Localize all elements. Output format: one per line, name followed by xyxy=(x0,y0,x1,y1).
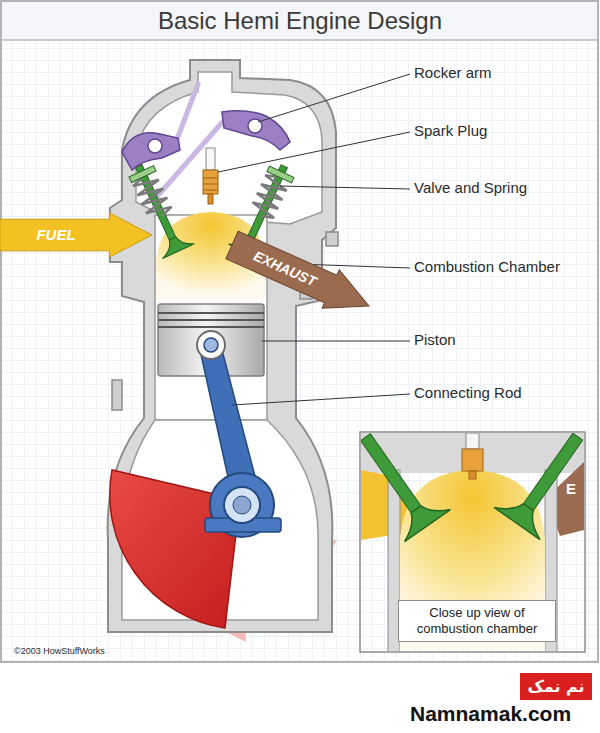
leader-lines xyxy=(218,74,410,405)
copyright-note: ©2003 HowStuffWorks xyxy=(14,646,105,656)
plug-tip xyxy=(208,194,213,204)
rocker-arm xyxy=(222,111,290,150)
part-label: Rocker arm xyxy=(414,64,492,81)
valve-head xyxy=(157,231,195,258)
leader-line xyxy=(232,394,410,405)
inset-exhaust-valve xyxy=(494,433,584,540)
watermark-badge-text: نم نمک xyxy=(527,677,584,696)
inset-view xyxy=(361,433,584,651)
leader-line xyxy=(280,186,410,189)
part-label: Piston xyxy=(414,331,456,348)
watermark-url: Namnamak.com xyxy=(410,702,571,726)
valve-head xyxy=(393,493,450,542)
thread xyxy=(203,184,218,185)
thread xyxy=(203,190,218,191)
piston-rings xyxy=(158,313,264,327)
arrow-outline xyxy=(0,213,152,257)
ring xyxy=(158,312,264,314)
piston-pin xyxy=(197,331,225,359)
grid xyxy=(2,2,597,661)
leader-line xyxy=(258,74,410,122)
part-label: Combustion Chamber xyxy=(414,258,560,275)
connecting-rod xyxy=(200,350,256,486)
bolt xyxy=(112,380,122,410)
plug-body xyxy=(203,170,218,194)
small-end xyxy=(204,338,218,352)
part-label: Connecting Rod xyxy=(414,384,522,401)
inset-intake-valve xyxy=(361,433,450,542)
arrow-shape xyxy=(0,213,152,257)
arrow-shape xyxy=(223,226,377,325)
thread xyxy=(203,178,218,179)
crank-journal xyxy=(224,487,260,523)
rocker-arm xyxy=(122,133,180,170)
plug-insulator xyxy=(206,148,215,170)
title-rule xyxy=(2,40,597,41)
frame xyxy=(1,1,598,662)
engine-block xyxy=(108,60,336,632)
plug-tip xyxy=(469,471,476,479)
valve-head xyxy=(494,491,551,540)
pushrod xyxy=(176,84,198,142)
valve-stem xyxy=(521,433,582,514)
caption-box-text: Close up view of combustion chamber xyxy=(399,605,555,636)
part-label: Valve and Spring xyxy=(414,179,527,196)
plug-body xyxy=(462,449,483,471)
caption-box: Close up view of combustion chamber xyxy=(398,600,556,642)
diagram-title: Basic Hemi Engine Design xyxy=(0,7,600,35)
crank-pin xyxy=(233,496,251,514)
inset-frame xyxy=(360,432,585,652)
part-label: Spark Plug xyxy=(414,122,487,139)
watermark-badge: نم نمک xyxy=(520,673,592,700)
plug-threads xyxy=(203,178,218,190)
fuel-arrow-text: FUEL xyxy=(36,226,75,244)
fuel-arrow: FUEL xyxy=(0,213,152,257)
pushrod xyxy=(154,118,226,200)
rocker-pivot xyxy=(148,139,162,153)
flow-fragment: E xyxy=(566,480,576,497)
spring-retainer xyxy=(267,166,294,183)
plug-insulator xyxy=(466,433,479,449)
leader-line xyxy=(262,341,410,342)
grid xyxy=(361,433,584,651)
ring xyxy=(158,326,264,328)
bolt xyxy=(326,232,338,246)
leader-line xyxy=(218,132,410,172)
valve-stem xyxy=(361,434,423,516)
ring xyxy=(158,319,264,321)
